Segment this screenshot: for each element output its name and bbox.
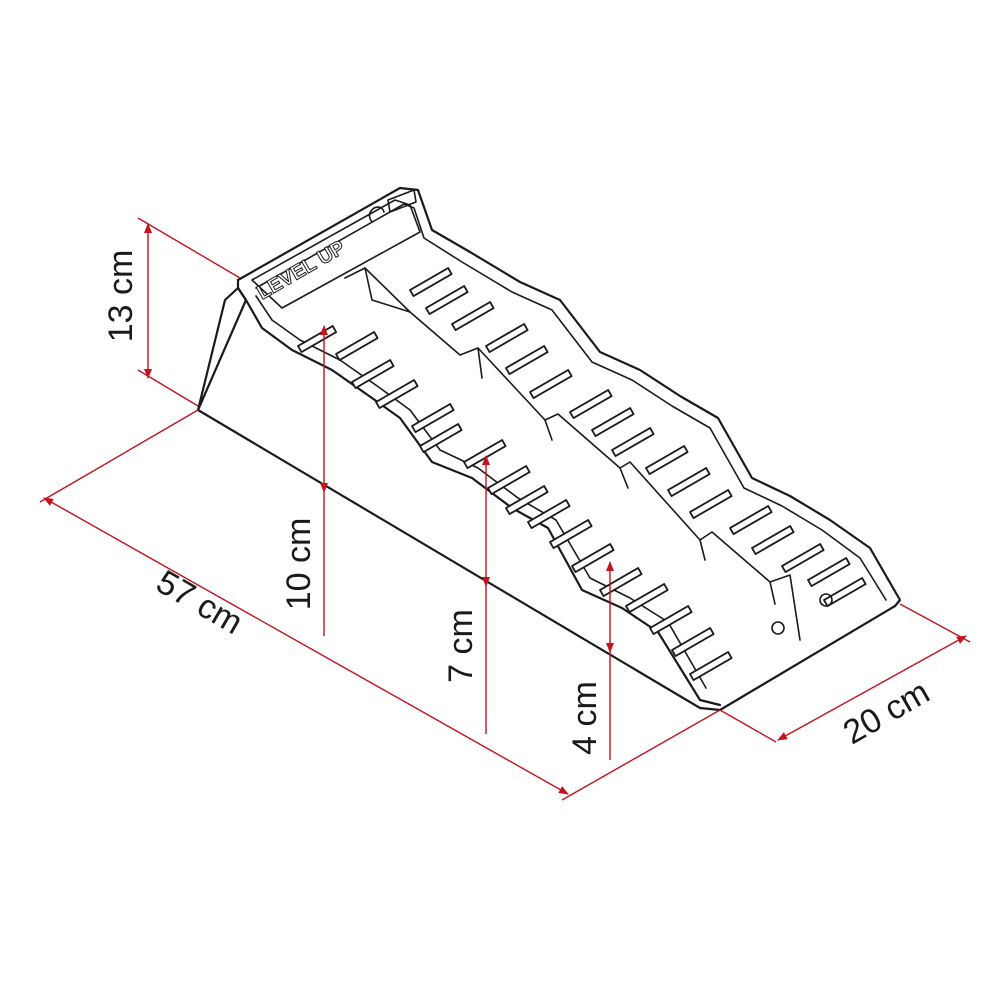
label-7cm: 7 cm — [442, 609, 480, 683]
brand-plate — [251, 199, 421, 309]
label-10cm: 10 cm — [280, 518, 318, 611]
label-13cm: 13 cm — [102, 250, 140, 343]
ramp-side-face — [196, 286, 248, 412]
dim-line-57cm — [43, 497, 569, 795]
label-4cm: 4 cm — [566, 681, 604, 755]
ramp-drawing: LEVEL UP — [196, 186, 902, 712]
logo-icon — [368, 189, 417, 223]
ramp-hole-2 — [819, 593, 833, 607]
dim-line-20cm-ext-left — [719, 709, 777, 743]
ramp-right-edge — [236, 186, 902, 608]
label-20cm: 20 cm — [837, 673, 936, 752]
ramp-left-edge — [236, 286, 722, 707]
ramp-center-ridge — [344, 267, 801, 641]
ramp-hole-1 — [771, 621, 785, 635]
ramp-inner-right-contour — [255, 203, 887, 601]
ramp-center-ridge-2 — [364, 267, 776, 605]
dim-line-20cm — [777, 635, 967, 741]
dim-line-20cm-ext-right — [899, 603, 971, 643]
dimension-lines — [39, 217, 971, 801]
label-57cm: 57 cm — [150, 563, 249, 642]
dim-line-13cm-ext-top — [137, 217, 241, 279]
tread-slots-right — [409, 267, 867, 607]
dim-line-57cm-ext-right — [561, 709, 721, 801]
dim-line-13cm-ext-bottom — [137, 369, 199, 407]
dim-line-57cm-ext-left — [39, 409, 199, 503]
